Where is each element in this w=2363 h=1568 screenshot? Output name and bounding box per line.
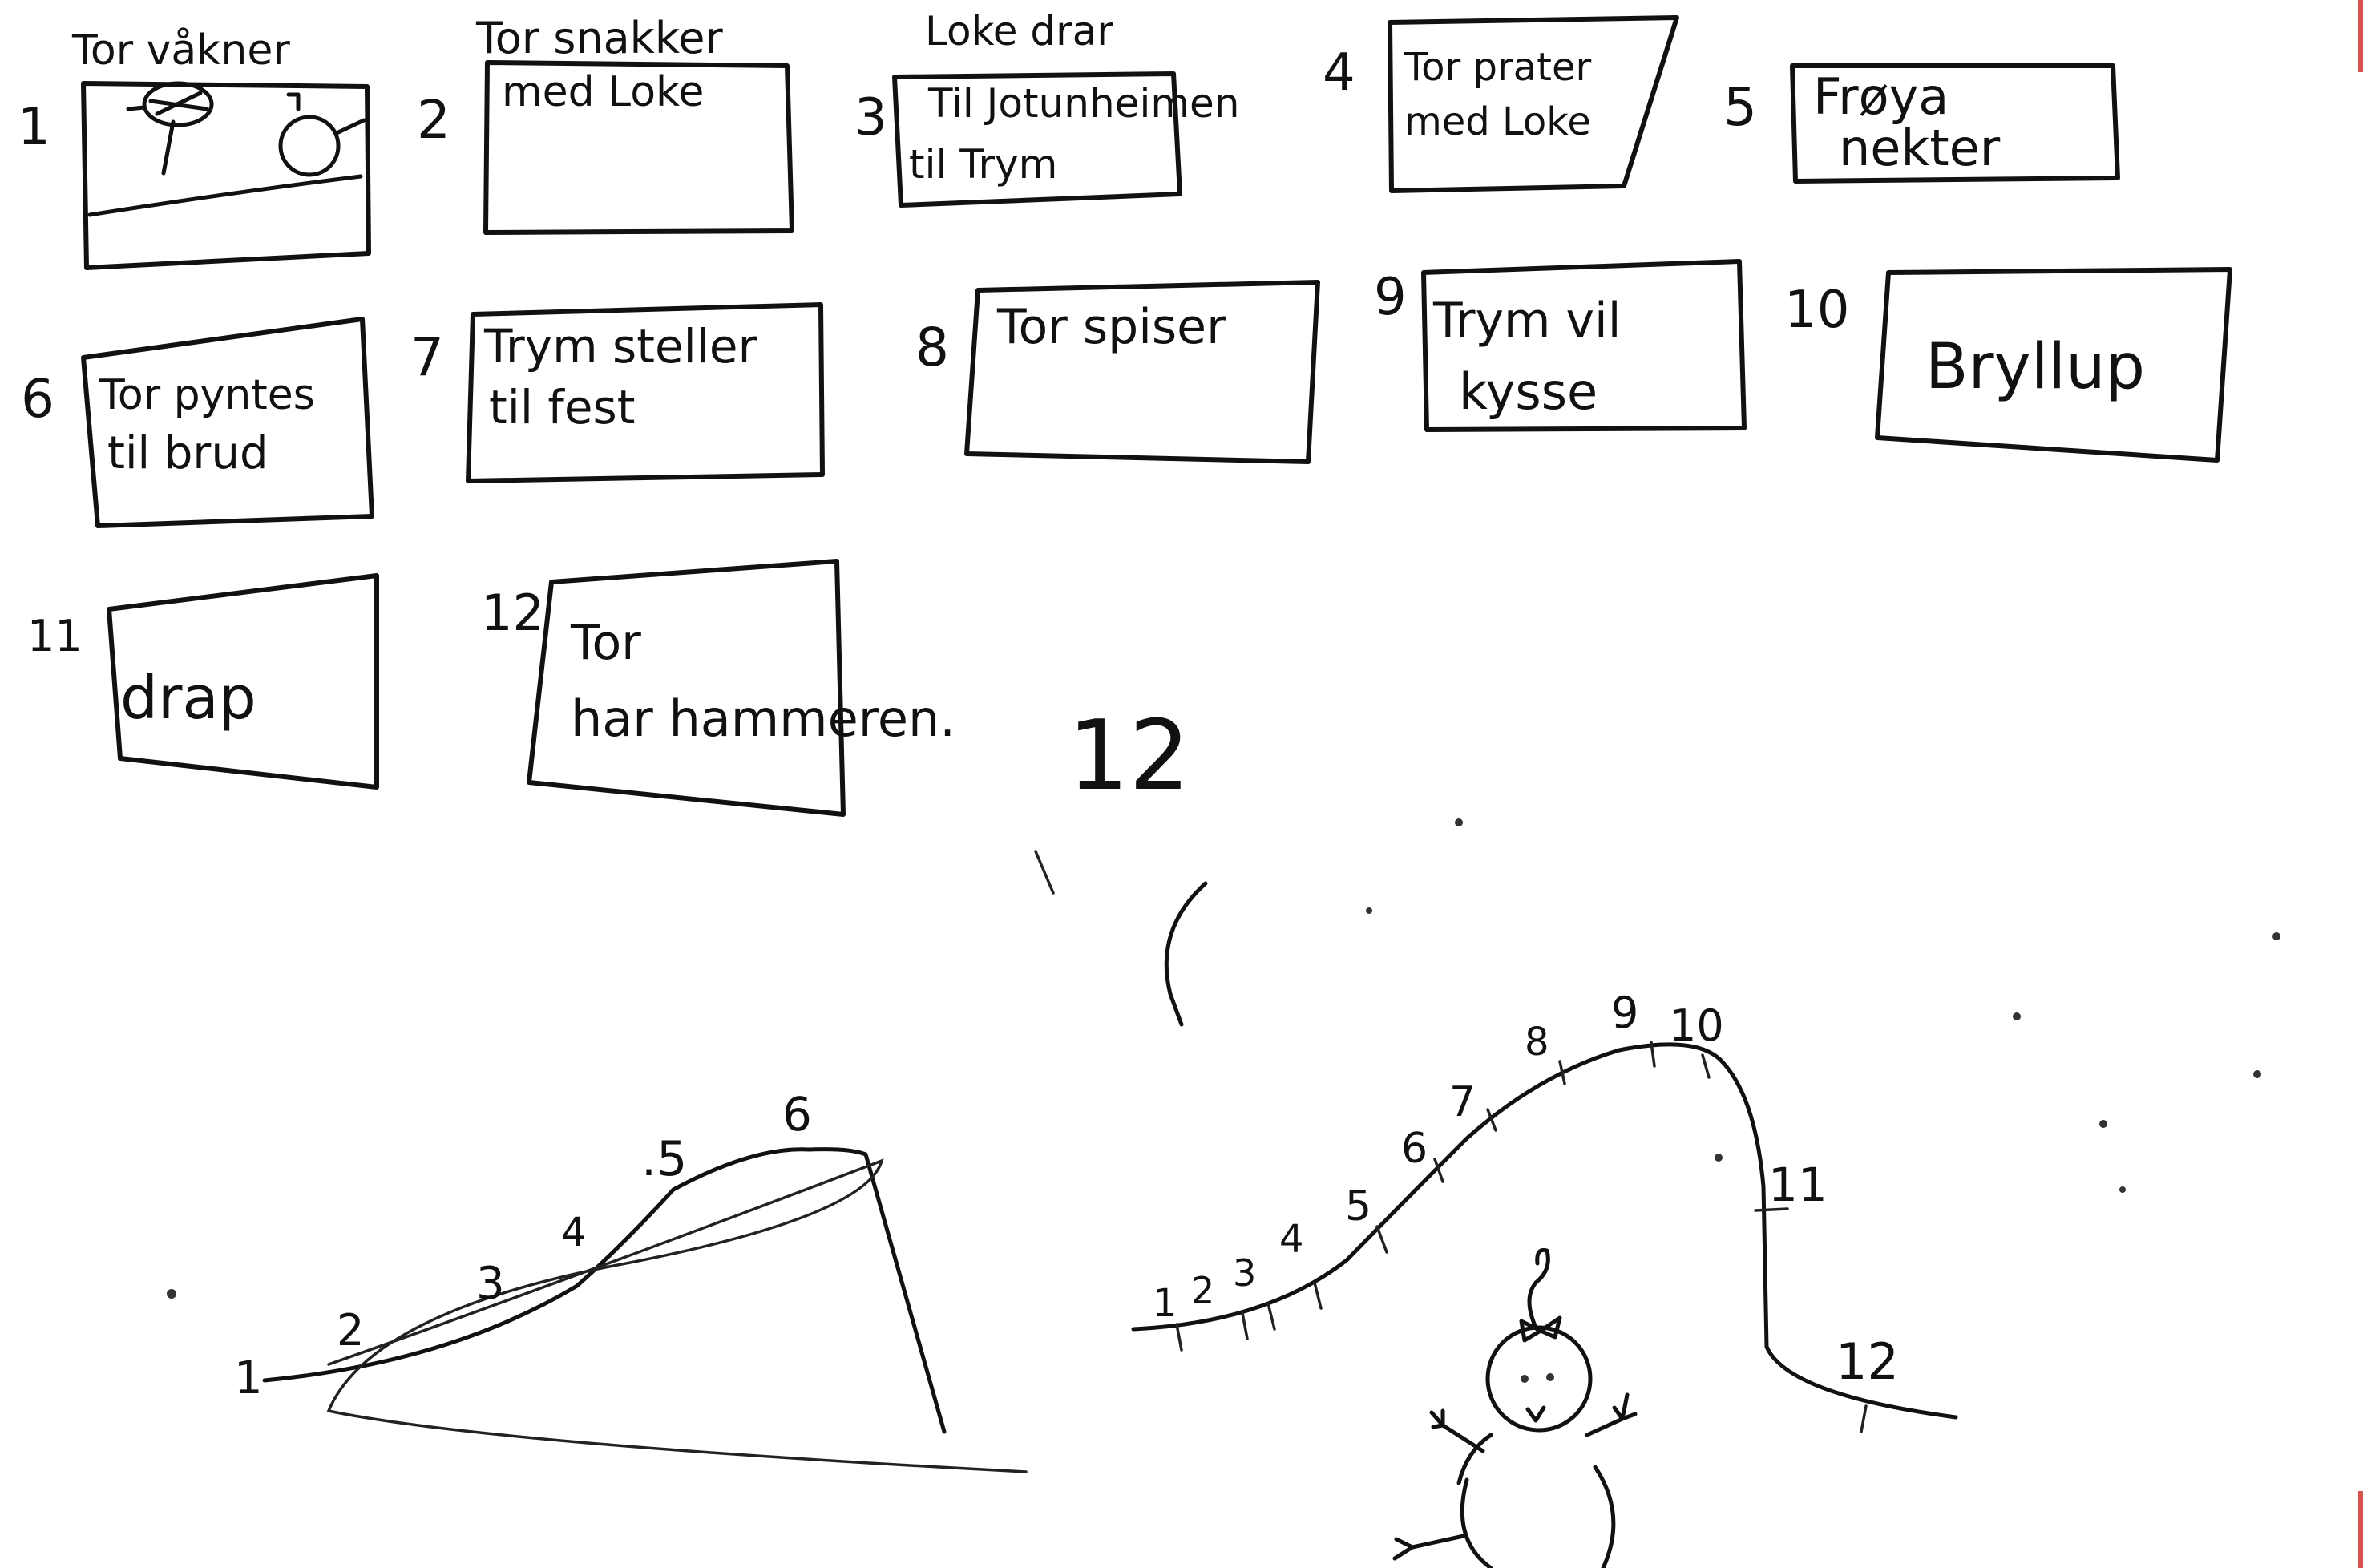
story-arc-label-7: 7 (1449, 1078, 1476, 1126)
story-arc-label-8: 8 (1525, 1020, 1549, 1065)
panel-6-number: 6 (21, 368, 55, 430)
panel-9-line-1: Trym vil (1432, 293, 1621, 349)
panel-10-number: 10 (1784, 281, 1849, 340)
panel-7: 7 Trym steller til fest (410, 302, 825, 483)
small-curve-label-5: .5 (641, 1131, 687, 1187)
panel-1-number: 1 (18, 98, 50, 157)
panel-2-caption: Tor snakker (475, 13, 724, 63)
story-arc-ticks (1175, 1041, 1868, 1433)
panel-2: 2 Tor snakker med Loke (417, 13, 794, 235)
panel-11: 11 drap (27, 573, 379, 790)
story-arc-label-2: 2 (1191, 1269, 1214, 1312)
panel-5-number: 5 (1723, 76, 1757, 138)
panel-7-line-2: til fest (489, 380, 635, 434)
panel-10: 10 Bryllup (1784, 267, 2232, 463)
story-arc-label-5: 5 (1345, 1182, 1371, 1231)
small-curve-label-3: 3 (476, 1258, 505, 1310)
panel-12-number: 12 (481, 584, 544, 642)
story-arc-label-4: 4 (1279, 1217, 1304, 1262)
panel-2-number: 2 (417, 89, 450, 151)
panel-8: 8 Tor spiser (915, 280, 1320, 464)
panel-9-number: 9 (1374, 268, 1407, 327)
panel-1: 1 Tor våkner (18, 26, 371, 270)
story-arc-label-3: 3 (1233, 1251, 1256, 1295)
panel-12-line-1: Tor (570, 615, 641, 671)
panel-4-number: 4 (1323, 43, 1355, 103)
smiling-figure-icon (1392, 1247, 1638, 1568)
panel-3-number: 3 (854, 88, 887, 148)
panel-9: 9 Trym vil kysse (1374, 259, 1747, 432)
panel-9-line-2: kysse (1459, 362, 1598, 421)
small-curve-label-1: 1 (234, 1352, 263, 1404)
story-arc-label-10: 10 (1669, 1000, 1724, 1051)
panel-4: 4 Tor prater med Loke (1323, 15, 1679, 193)
panel-6-line-2: til brud (107, 427, 268, 479)
paper-edge-bottom (2358, 1491, 2363, 1568)
story-arc-label-6: 6 (1401, 1125, 1428, 1173)
panel-3-caption: Loke drar (925, 8, 1113, 55)
panel-5-line-1: Frøya (1813, 67, 1949, 126)
panel-2-line-1: med Loke (502, 68, 704, 116)
panel-8-line-1: Tor spiser (996, 299, 1226, 355)
panel-5: 5 Frøya nekter (1723, 63, 2120, 184)
panel-6-line-1: Tor pyntes (99, 371, 315, 419)
panel-8-number: 8 (915, 317, 949, 378)
panel-7-number: 7 (410, 326, 444, 388)
panel-5-line-2: nekter (1839, 119, 2001, 177)
story-arc-label-1: 1 (1153, 1281, 1177, 1326)
sun-sketch-icon (278, 92, 366, 177)
panel-3-line-1: Til Jotunheimen (927, 80, 1240, 127)
small-plot-curve: 1 2 3 4 .5 6 (167, 1087, 1028, 1473)
panel-4-line-1: Tor prater (1404, 45, 1591, 90)
small-curve-label-4: 4 (561, 1209, 587, 1255)
stray-number: 12 (1068, 701, 1190, 812)
panel-1-caption: Tor våkner (71, 26, 290, 75)
panel-4-line-2: med Loke (1404, 99, 1591, 144)
panel-11-number: 11 (27, 611, 83, 661)
story-arc-label-12: 12 (1836, 1332, 1899, 1391)
panel-12: 12 Tor har hammeren. (481, 559, 955, 817)
small-curve-label-2: 2 (337, 1305, 364, 1356)
story-arc-curve: 1 2 3 4 5 6 7 8 9 10 11 12 (1131, 988, 1958, 1433)
story-arc-label-9: 9 (1611, 988, 1638, 1038)
panel-3-line-2: til Trym (909, 141, 1057, 188)
panel-6: 6 Tor pyntes til brud (21, 317, 374, 528)
panel-10-line-1: Bryllup (1925, 331, 2145, 403)
story-arc-label-11: 11 (1768, 1158, 1828, 1212)
paper-edge-top (2358, 0, 2363, 72)
panel-11-line-1: drap (120, 664, 256, 733)
panel-12-line-2: har hammeren. (571, 689, 955, 748)
hammer-sketch-icon (126, 81, 214, 176)
small-curve-label-6: 6 (782, 1087, 812, 1142)
panel-3: 3 Loke drar Til Jotunheimen til Trym (854, 8, 1240, 208)
panel-7-line-1: Trym steller (483, 319, 757, 374)
